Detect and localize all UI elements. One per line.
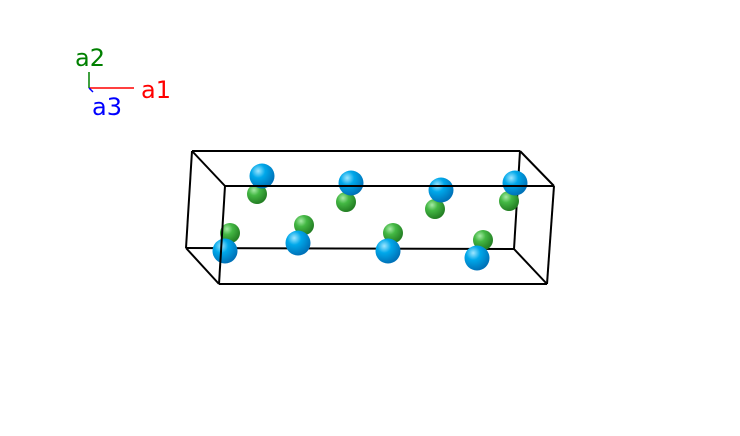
a3-axis-line — [88, 87, 94, 93]
green-atom — [425, 199, 445, 219]
blue-atom — [502, 170, 528, 196]
blue-atom — [428, 177, 454, 203]
green-atom — [294, 215, 314, 235]
blue-atom — [249, 163, 275, 189]
green-atom — [336, 192, 356, 212]
cell-edge — [185, 247, 515, 250]
axes-indicator: a1 a2 a3 — [75, 44, 171, 121]
green-atom — [499, 191, 519, 211]
cell-edge — [519, 150, 555, 187]
a2-axis-label: a2 — [75, 44, 105, 72]
cell-edge — [185, 150, 193, 249]
cell-edge — [546, 185, 555, 285]
blue-atom — [338, 170, 364, 196]
a1-axis-label: a1 — [141, 76, 171, 104]
green-atom — [247, 184, 267, 204]
atoms — [212, 163, 528, 271]
blue-atom — [464, 245, 490, 271]
blue-atom — [285, 230, 311, 256]
a3-axis-label: a3 — [92, 93, 122, 121]
green-atom — [383, 223, 403, 243]
blue-atom — [375, 238, 401, 264]
cell-edge — [191, 150, 226, 187]
cell-edge — [185, 247, 220, 285]
green-atom — [220, 223, 240, 243]
unit-cell-front — [185, 150, 555, 285]
green-atom — [473, 230, 493, 250]
cell-edge — [218, 185, 226, 285]
blue-atom — [212, 238, 238, 264]
cell-edge — [513, 248, 548, 285]
